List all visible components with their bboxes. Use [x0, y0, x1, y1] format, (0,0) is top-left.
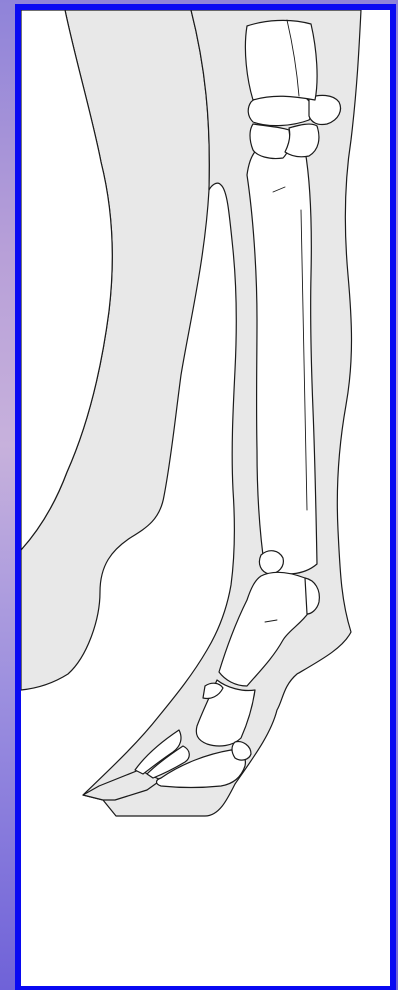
carpal-bone-mid-right — [285, 124, 319, 157]
diagram-frame — [15, 4, 396, 990]
horse-foreleg-illustration — [21, 10, 390, 986]
carpal-bone-upper — [245, 20, 317, 100]
carpal-bone-mid-left — [250, 124, 290, 159]
sesamoid-bone — [259, 551, 283, 574]
